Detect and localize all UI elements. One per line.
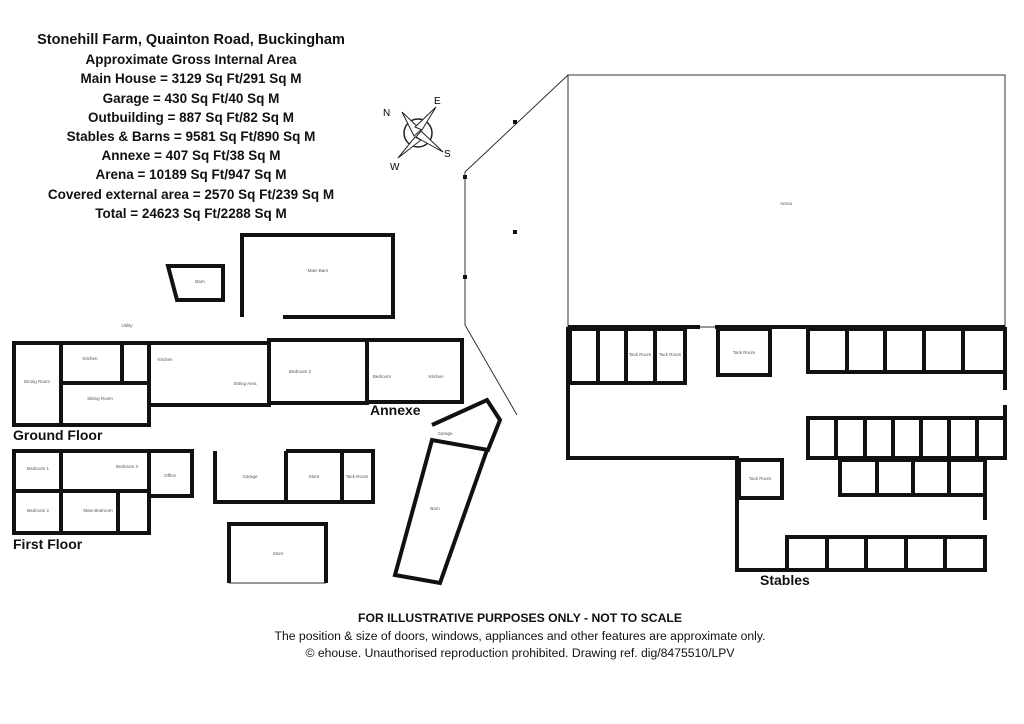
compass-n: N bbox=[383, 108, 390, 119]
compass-w: W bbox=[390, 162, 400, 173]
area-arena: Arena = 10189 Sq Ft/947 Sq M bbox=[95, 167, 287, 183]
garage2-label: Garage bbox=[437, 431, 453, 436]
first-floor: Bedroom 1 Bedroom 2 Bedroom 3 Main Bedro… bbox=[12, 449, 194, 552]
compass-s: S bbox=[444, 149, 451, 160]
footer-note: The position & size of doors, windows, a… bbox=[274, 628, 766, 643]
kitchen-annexe-label: Kitchen bbox=[428, 374, 444, 379]
property-title: Stonehill Farm, Quainton Road, Buckingha… bbox=[37, 32, 345, 48]
garage-label: Garage bbox=[242, 474, 258, 479]
bedroom1-label: Bedroom 1 bbox=[27, 466, 50, 471]
area-outbuilding: Outbuilding = 887 Sq Ft/82 Sq M bbox=[88, 109, 294, 125]
bedroom-annexe-label: Bedroom bbox=[373, 374, 392, 379]
bedroom3-label: Bedroom 3 bbox=[116, 464, 139, 469]
store1-label: Store bbox=[309, 474, 320, 479]
bedroom2-annexe-label: Bedroom 2 bbox=[289, 369, 312, 374]
area-stables-barns: Stables & Barns = 9581 Sq Ft/890 Sq M bbox=[66, 129, 316, 145]
kitchen-label: Kitchen bbox=[82, 356, 98, 361]
utility-label: Utility bbox=[122, 323, 134, 328]
kitchen2-label: Kitchen bbox=[157, 357, 173, 362]
barn2-label: Barn bbox=[430, 506, 440, 511]
tack-room-2: Tack Room bbox=[629, 352, 652, 357]
tack-room-4: Tack Room bbox=[733, 350, 756, 355]
bedroom2-label: Bedroom 2 bbox=[27, 508, 50, 513]
compass-e: E bbox=[434, 96, 441, 107]
copyright: © ehouse. Unauthorised reproduction proh… bbox=[305, 646, 735, 660]
footer: FOR ILLUSTRATIVE PURPOSES ONLY - NOT TO … bbox=[230, 610, 810, 663]
tack-room-3: Tack Room bbox=[659, 352, 682, 357]
barn-small-label: Barn bbox=[195, 279, 205, 284]
disclaimer: FOR ILLUSTRATIVE PURPOSES ONLY - NOT TO … bbox=[358, 611, 682, 625]
stables: Tack Room Tack Room Tack Room Tack Room … bbox=[566, 325, 1007, 588]
area-garage: Garage = 430 Sq Ft/40 Sq M bbox=[102, 90, 280, 106]
stables-label: Stables bbox=[760, 572, 810, 588]
sitting-room-label: Sitting Room bbox=[87, 396, 113, 401]
dining-room-label: Dining Room bbox=[24, 379, 50, 384]
ground-floor-label: Ground Floor bbox=[13, 427, 103, 443]
tack-room-1-label: Tack Room bbox=[346, 474, 369, 479]
first-floor-label: First Floor bbox=[13, 536, 83, 552]
annexe-label: Annexe bbox=[370, 402, 421, 418]
area-total: Total = 24623 Sq Ft/2288 Sq M bbox=[95, 205, 287, 221]
outbuildings: Garage Store Tack Room Store Garage Barn bbox=[213, 397, 503, 586]
area-summary: Stonehill Farm, Quainton Road, Buckingha… bbox=[10, 31, 372, 223]
barns: Barn Main Barn bbox=[165, 233, 395, 319]
tack-room-5: Tack Room bbox=[749, 476, 772, 481]
store2-label: Store bbox=[273, 551, 284, 556]
compass-icon: N E S W bbox=[383, 96, 451, 173]
arena-label: Arena bbox=[780, 201, 793, 206]
area-covered: Covered external area = 2570 Sq Ft/239 S… bbox=[47, 186, 335, 202]
main-barn-label: Main Barn bbox=[308, 268, 329, 273]
sitting-area-label: Sitting Area bbox=[233, 381, 257, 386]
main-bedroom-label: Main Bedroom bbox=[83, 508, 113, 513]
area-subtitle: Approximate Gross Internal Area bbox=[85, 52, 297, 68]
area-main-house: Main House = 3129 Sq Ft/291 Sq M bbox=[80, 71, 302, 87]
ground-floor: Dining Room Kitchen Sitting Room Utility… bbox=[12, 323, 464, 443]
office-label: Office bbox=[164, 473, 176, 478]
area-annexe: Annexe = 407 Sq Ft/38 Sq M bbox=[101, 148, 281, 164]
